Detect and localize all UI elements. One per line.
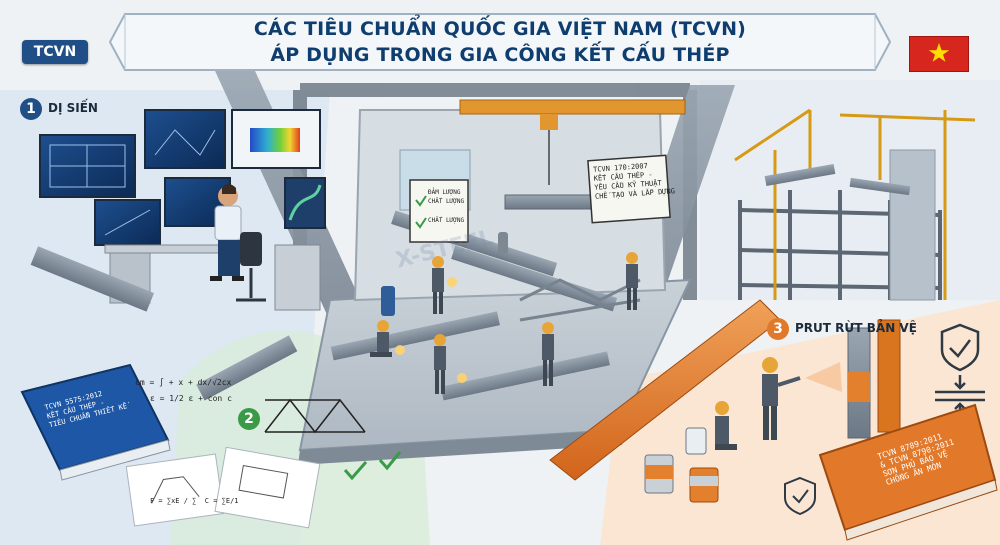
- worker-welding-1: [432, 256, 457, 314]
- floor-beam-2: [451, 245, 618, 312]
- checklist-item-1: ĐẢM LƯỢNG CHẤT LƯỢNG: [428, 189, 465, 205]
- workshop-sign-board: [587, 154, 671, 224]
- checklist-check-1: [415, 195, 427, 207]
- worker-inspector: [542, 322, 554, 386]
- vietnam-flag-icon: [909, 36, 969, 72]
- tower-crane-right: [839, 110, 976, 300]
- step-3-label: PRUT RỪT BẢN VỆ: [795, 321, 917, 335]
- paint-buckets: [644, 427, 719, 503]
- workshop-sign-text: TCVN 170:2007 KẾT CẤU THÉP - YÊU CẦU KỸ …: [592, 162, 676, 201]
- worker-welding-3: [434, 334, 467, 394]
- page-title-line-2: ÁP DỤNG TRONG GIA CÔNG KẾT CẤU THÉP: [270, 44, 730, 66]
- engineer: [210, 184, 244, 281]
- checklist-item-2: CHẤT LƯỢNG: [428, 217, 465, 224]
- paint-standard-book: [818, 403, 998, 541]
- title-block: CÁC TIÊU CHUẨN QUỐC GIA VIỆT NAM (TCVN) …: [105, 6, 895, 78]
- design-beam-2: [196, 335, 298, 401]
- overhead-crane-beam: [459, 99, 686, 115]
- title-banner: [108, 13, 892, 71]
- shield-check-icon: [940, 323, 980, 372]
- site-sky: [700, 80, 1000, 300]
- step-3-number: 3: [767, 318, 789, 340]
- background-tower: [889, 149, 936, 301]
- cad-drawing-lines: [49, 129, 216, 236]
- sketch-paper-1: [125, 453, 225, 527]
- steel-plate-2: [877, 319, 901, 433]
- steel-plate-orange-band: [848, 372, 870, 402]
- lifted-beam: [504, 194, 601, 210]
- green-checkmarks: [343, 451, 402, 481]
- step-1-number: 1: [20, 98, 42, 120]
- painter-standing: [762, 357, 842, 440]
- sketch-paper-2: [214, 446, 321, 529]
- gas-cylinders: [381, 232, 508, 316]
- shield-check-icon-small: [784, 476, 816, 516]
- crane-hoist: [540, 114, 558, 130]
- truss-sketch: [264, 398, 366, 434]
- hanging-beam-2: [849, 177, 911, 196]
- worker-welding-2: [370, 320, 405, 357]
- step-1-label: DỊ SIẾN: [48, 101, 98, 115]
- worker-fitter: [626, 252, 638, 310]
- truss-on-floor: [519, 278, 641, 322]
- office-chair: [236, 232, 266, 302]
- checklist-board: [409, 179, 469, 243]
- sketch-formula: F = ∑xE / ∑ C = ∑E/1: [150, 497, 239, 505]
- page-title-line-1: CÁC TIÊU CHUẨN QUỐC GIA VIỆT NAM (TCVN): [253, 18, 747, 40]
- step-2-number: 2: [238, 408, 260, 430]
- design-standard-book: [20, 363, 171, 481]
- floor-beam-3: [330, 311, 500, 361]
- design-beam: [30, 246, 155, 312]
- checklist-check-2: [415, 217, 427, 229]
- hanging-beam: [764, 163, 836, 187]
- workshop-floor-edge: [298, 430, 622, 465]
- painter-kneeling: [715, 401, 737, 450]
- tcvn-badge: TCVN: [22, 40, 88, 64]
- formula-2: ε = 1/2 ε + con c: [150, 394, 232, 403]
- formula-1: cm = ∫ + x + dx/√2cx: [135, 378, 232, 387]
- floor-beam-4: [440, 351, 610, 401]
